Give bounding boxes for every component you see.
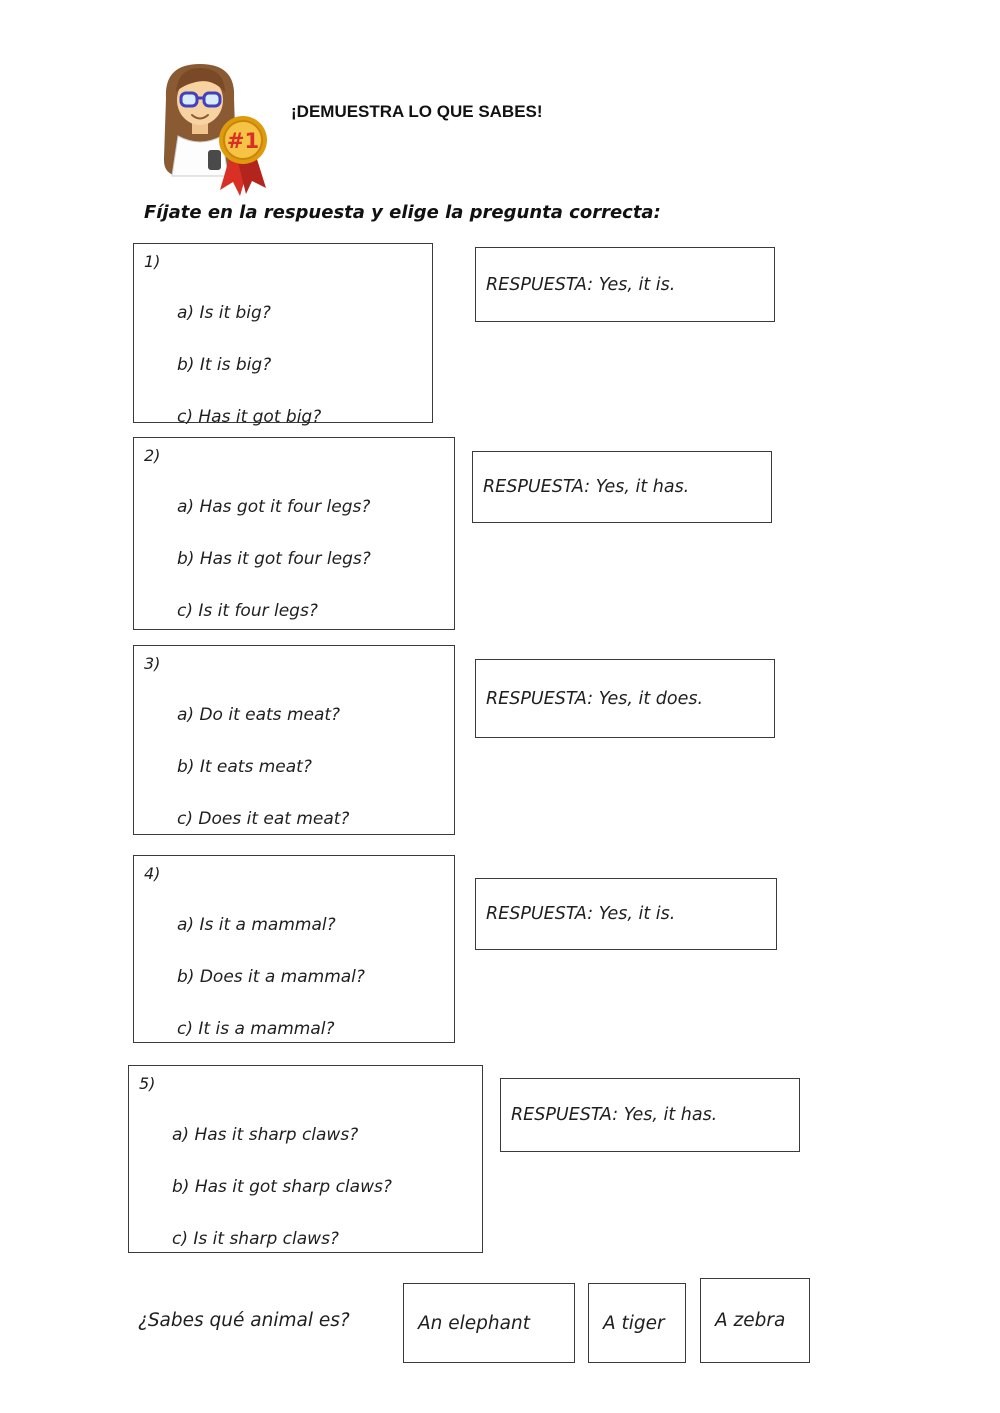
avatar-girl-image: #1 [138,58,278,198]
question-number: 3) [144,654,161,673]
medal-icon: #1 [219,116,267,196]
answer-box-5: RESPUESTA: Yes, it has. [500,1078,800,1152]
question-number: 4) [144,864,161,883]
question-box-1: 1) a) Is it big? b) It is big? c) Has it… [133,243,433,427]
option-4a[interactable]: a) Is it a mammal? [177,915,336,935]
option-4c[interactable]: c) It is a mammal? [177,1019,335,1039]
answer-text: RESPUESTA: Yes, it is. [486,274,676,295]
phone-icon [208,150,221,170]
question-box-4: 4) a) Is it a mammal? b) Does it a mamma… [133,855,455,1043]
option-2a[interactable]: a) Has got it four legs? [177,497,371,517]
animal-choice-tiger[interactable]: A tiger [588,1283,686,1363]
medal-number-label: #1 [227,129,259,153]
option-1a[interactable]: a) Is it big? [177,303,271,323]
animal-choice-elephant[interactable]: An elephant [403,1283,575,1363]
choice-label: A tiger [603,1312,665,1334]
option-2c[interactable]: c) Is it four legs? [177,601,318,621]
option-3b[interactable]: b) It eats meat? [177,757,312,777]
option-3a[interactable]: a) Do it eats meat? [177,705,341,725]
choice-label: A zebra [715,1310,786,1331]
choice-label: An elephant [418,1312,530,1334]
instruction-text: Fíjate en la respuesta y elige la pregun… [144,202,661,223]
answer-box-4: RESPUESTA: Yes, it is. [475,878,777,950]
question-number: 1) [144,252,161,271]
option-5a[interactable]: a) Has it sharp claws? [172,1125,359,1145]
avatar-girl-icon: #1 [163,64,267,196]
option-1c[interactable]: c) Has it got big? [177,407,322,427]
question-number: 2) [144,446,161,465]
option-5c[interactable]: c) Is it sharp claws? [172,1229,339,1249]
option-3c[interactable]: c) Does it eat meat? [177,809,350,829]
option-2b[interactable]: b) Has it got four legs? [177,549,371,569]
option-4b[interactable]: b) Does it a mammal? [177,967,365,987]
face-shape [177,75,223,125]
glasses-icon [179,91,222,108]
question-number: 5) [139,1074,156,1093]
question-box-3: 3) a) Do it eats meat? b) It eats meat? … [133,645,455,835]
answer-text: RESPUESTA: Yes, it is. [486,904,676,924]
option-1b[interactable]: b) It is big? [177,355,272,375]
question-box-2: 2) a) Has got it four legs? b) Has it go… [133,437,455,630]
answer-box-1: RESPUESTA: Yes, it is. [475,247,775,322]
question-box-5: 5) a) Has it sharp claws? b) Has it got … [128,1065,483,1253]
final-question-text: ¿Sabes qué animal es? [138,1310,350,1331]
page-title: ¡DEMUESTRA LO QUE SABES! [291,102,543,121]
answer-box-2: RESPUESTA: Yes, it has. [472,451,772,523]
answer-text: RESPUESTA: Yes, it has. [511,1105,718,1125]
answer-text: RESPUESTA: Yes, it does. [486,688,704,709]
answer-text: RESPUESTA: Yes, it has. [483,477,690,497]
animal-choice-zebra[interactable]: A zebra [700,1278,810,1363]
answer-box-3: RESPUESTA: Yes, it does. [475,659,775,738]
option-5b[interactable]: b) Has it got sharp claws? [172,1177,392,1197]
